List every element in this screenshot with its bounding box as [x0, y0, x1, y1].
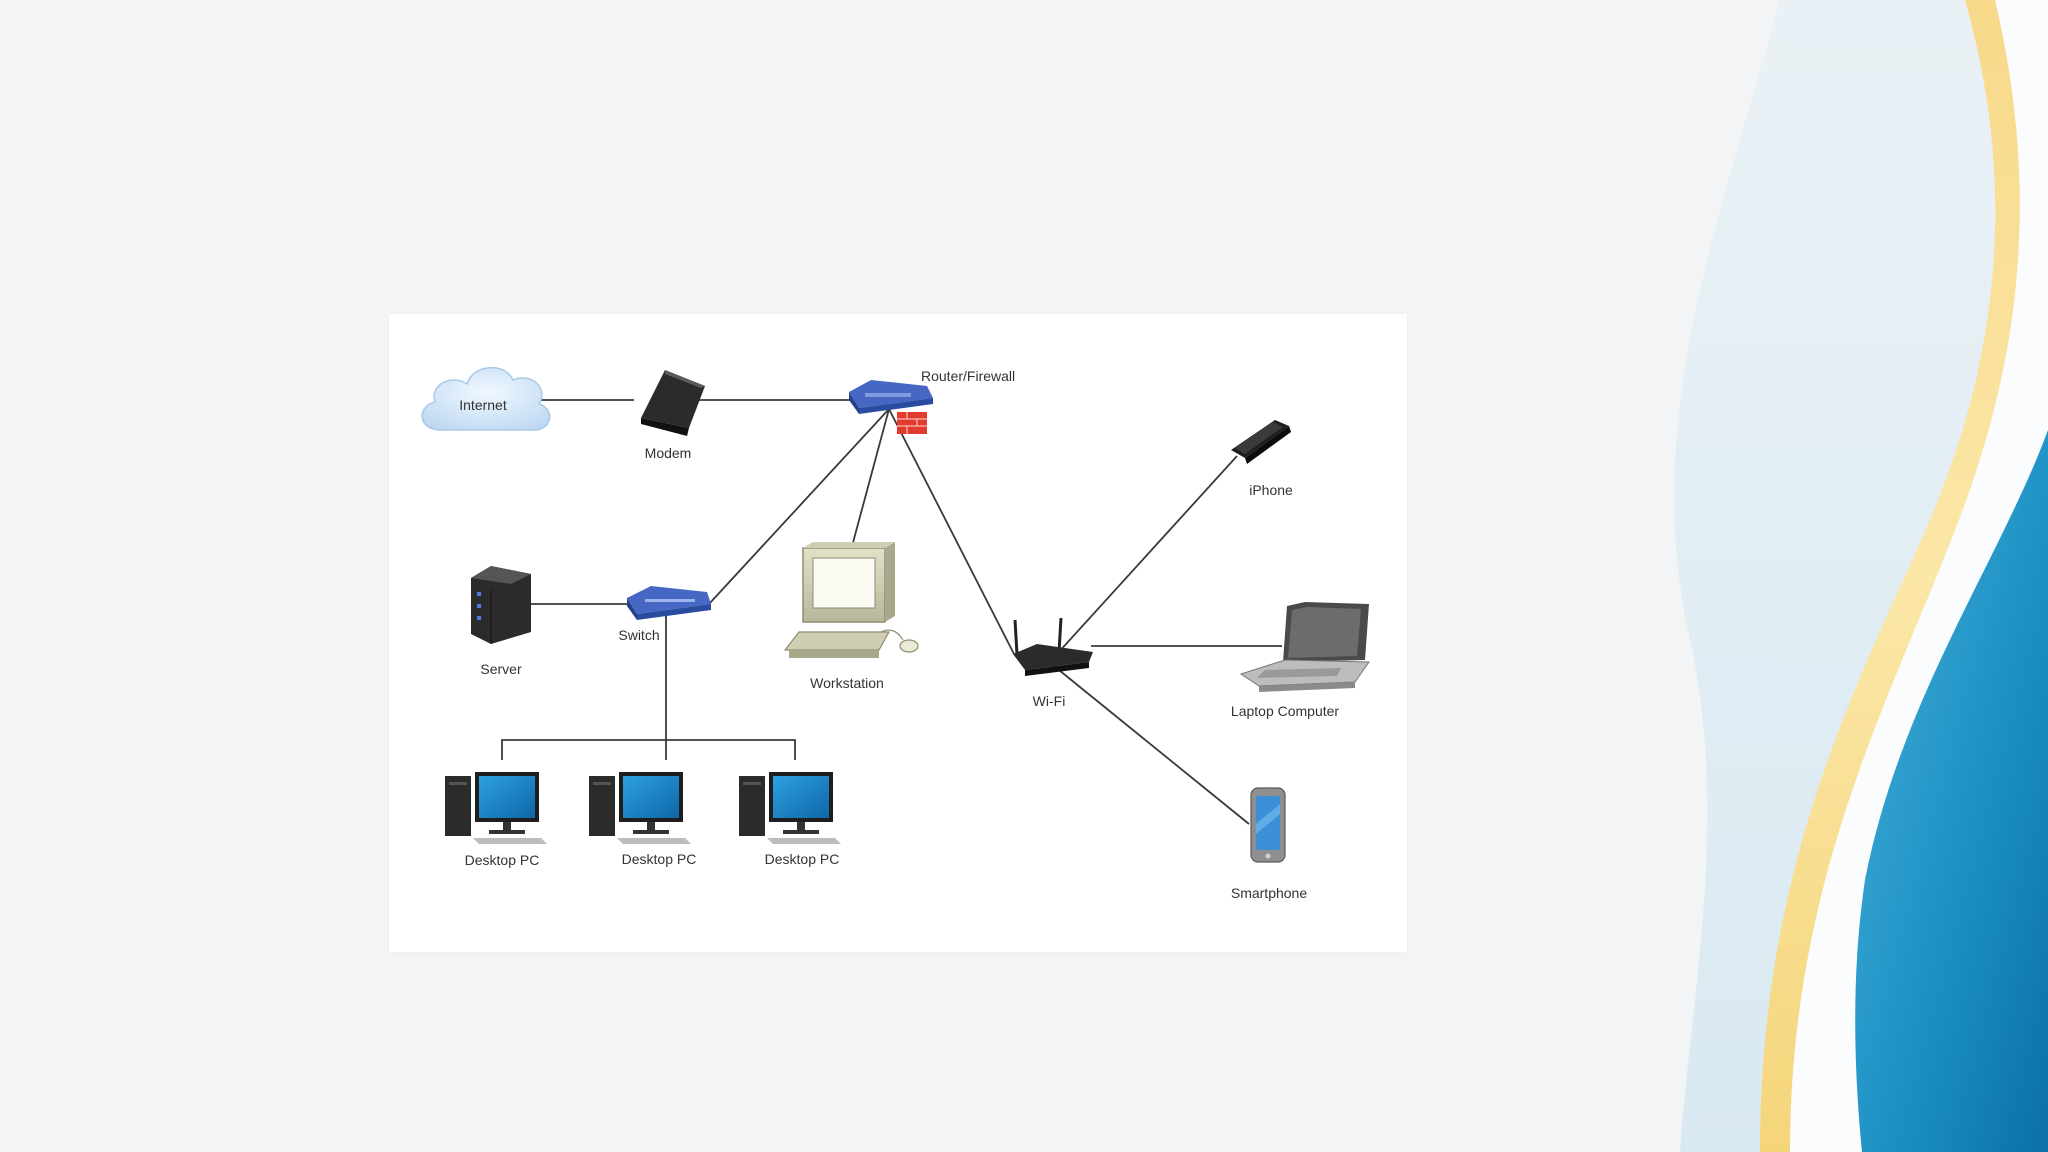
- network-diagram: Internet Modem Router/Firewall: [421, 366, 1370, 901]
- router-firewall-icon: [849, 380, 933, 434]
- desktop-pc-icon: [445, 772, 547, 844]
- router-label: Router/Firewall: [921, 368, 1015, 384]
- cloud-icon: [421, 366, 551, 431]
- modem-icon: [641, 370, 705, 436]
- firewall-icon: [897, 412, 927, 434]
- connections: [501, 399, 1282, 825]
- edge-router-wifi: [888, 408, 1015, 655]
- iphone-label: iPhone: [1249, 482, 1293, 498]
- server-icon: [471, 566, 531, 644]
- internet-node: Internet: [421, 366, 551, 431]
- desktop-pc-label-3: Desktop PC: [765, 851, 840, 867]
- edge-router-switch: [708, 408, 890, 605]
- smartphone-icon: [1250, 787, 1286, 863]
- workstation-icon: [783, 542, 919, 658]
- edge-router-workstation: [850, 408, 890, 551]
- workstation-node: Workstation: [783, 542, 919, 691]
- switch-node: Switch: [618, 586, 711, 643]
- desktop-pc-label-2: Desktop PC: [622, 851, 697, 867]
- workstation-label: Workstation: [810, 675, 884, 691]
- edge-wifi-iphone: [1056, 455, 1238, 655]
- modem-node: Modem: [641, 370, 705, 461]
- desktop-pc-node-2: Desktop PC: [589, 772, 696, 867]
- desktop-pc-label-1: Desktop PC: [465, 852, 540, 868]
- laptop-label: Laptop Computer: [1231, 703, 1340, 719]
- wifi-node: Wi-Fi: [1013, 617, 1093, 709]
- desktop-pc-node-1: Desktop PC: [445, 772, 547, 868]
- smartphone-node: Smartphone: [1231, 787, 1307, 901]
- laptop-node: Laptop Computer: [1231, 602, 1370, 719]
- edge-bus-desktops: [501, 739, 796, 760]
- switch-label: Switch: [618, 627, 659, 643]
- wifi-label: Wi-Fi: [1033, 693, 1066, 709]
- server-node: Server: [471, 566, 531, 677]
- laptop-icon: [1239, 602, 1370, 692]
- desktop-pc-node-3: Desktop PC: [739, 772, 841, 867]
- edge-wifi-smartphone: [1053, 665, 1250, 825]
- network-diagram-card: Internet Modem Router/Firewall: [389, 314, 1407, 952]
- internet-label: Internet: [459, 397, 507, 413]
- modem-label: Modem: [645, 445, 692, 461]
- wifi-router-icon: [1013, 617, 1093, 676]
- server-label: Server: [480, 661, 522, 677]
- iphone-node: iPhone: [1231, 420, 1293, 498]
- smartphone-label: Smartphone: [1231, 885, 1307, 901]
- blue-wave: [1855, 430, 2048, 1152]
- router-node: Router/Firewall: [849, 368, 1015, 434]
- desktop-pc-icon: [589, 772, 691, 844]
- iphone-icon: [1231, 420, 1291, 464]
- switch-icon: [627, 586, 711, 620]
- desktop-pc-icon: [739, 772, 841, 844]
